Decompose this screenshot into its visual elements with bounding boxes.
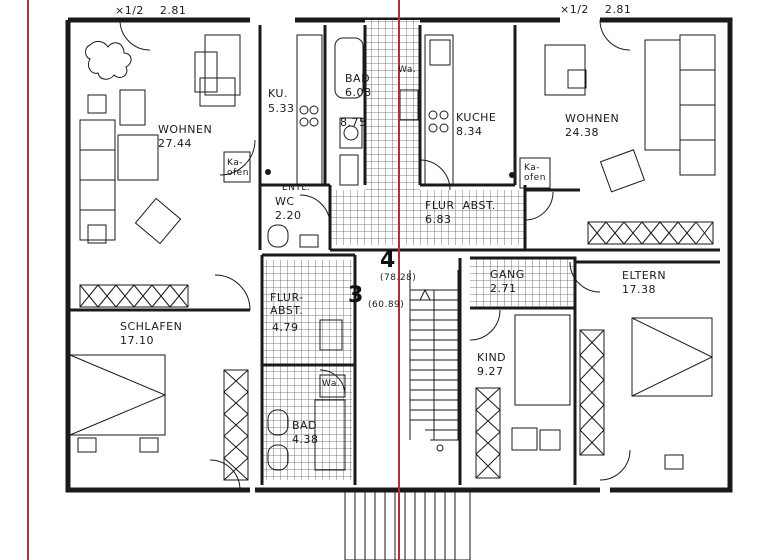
schlafen-name: SCHLAFEN [120,320,183,333]
furniture [69,34,716,471]
eltern-name: ELTERN [622,269,667,282]
bad-top-name: BAD [345,72,371,85]
interior-walls [70,25,720,485]
kueche-left-area: 5.33 [268,102,295,115]
kueche-right-area: 8.34 [456,125,483,138]
wall-cabinets [79,221,714,481]
flur-abst-left-name: FLUR- ABST. [270,291,304,317]
entry-steps [344,489,471,560]
eltern-area: 17.38 [622,283,656,296]
stair-mid-number: 3 [348,283,364,308]
measure-label: 8.75 [340,116,367,129]
gang-name: GANG [490,268,525,281]
stair-top-area: (78.28) [380,273,417,283]
flur-abst-right-name: FLUR ABST. [425,199,496,212]
schlafen-area: 17.10 [120,334,154,347]
bad-bottom-area: 4.38 [292,433,319,446]
top-scale-left: ×1/2 2.81 [115,4,187,17]
section-lines [27,0,400,560]
kueche-right-name: KUCHE [456,111,497,124]
gang-area: 2.71 [490,282,517,295]
wohnen-right-area: 24.38 [565,126,599,139]
wc-name: WC [275,195,295,208]
wa-bottom-label: Wa. [322,379,341,389]
tiled-floor [262,20,575,480]
flur-abst-left-area: 4.79 [272,321,299,334]
stair-mid-area: (60.89) [368,300,405,310]
kind-area: 9.27 [477,365,504,378]
wc-area: 2.20 [275,209,302,222]
kueche-left-name: KU. [268,87,288,100]
stair-top-number: 4 [380,248,396,273]
wohnen-left-area: 27.44 [158,137,192,150]
kaofen-right-label: Ka- ofen [524,163,546,183]
wohnen-right-name: WOHNEN [565,112,620,125]
staircase [409,270,460,452]
bad-top-area: 6.08 [345,86,372,99]
kaofen-left-label: Ka- ofen [227,158,249,178]
bad-bottom-name: BAD [292,419,318,432]
wa-top-label: Wa. [398,65,417,75]
kind-name: KIND [477,351,507,364]
kaofen-boxes [223,151,551,189]
flur-abst-right-area: 6.83 [425,213,452,226]
entl-label: ENTL. [282,183,311,193]
wohnen-left-name: WOHNEN [158,123,213,136]
top-scale-right: ×1/2 2.81 [560,3,632,16]
chimney-markers [265,169,515,178]
